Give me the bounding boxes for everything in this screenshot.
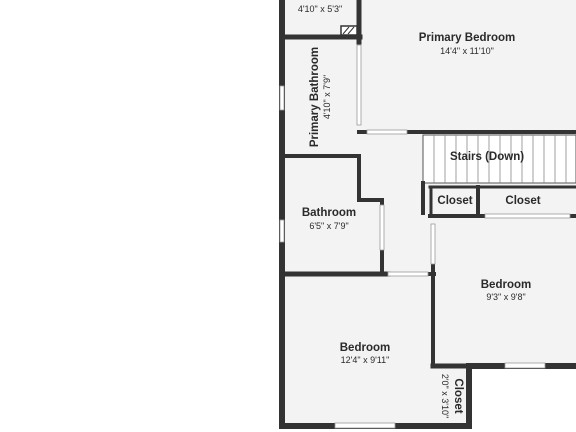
closet-left-name: Closet <box>437 195 472 207</box>
laundry-fixture <box>340 25 358 36</box>
laundry-dimensions: 4'10" x 5'3" <box>298 4 342 14</box>
bathroom-dimensions: 6'5" x 7'9" <box>309 221 348 231</box>
floor-main <box>282 0 576 426</box>
closet-right-name: Closet <box>505 195 540 207</box>
stairs-name: Stairs (Down) <box>450 151 524 163</box>
window-bedroom-right <box>504 362 546 369</box>
bedroom-right-dimensions: 9'3" x 9'8" <box>486 292 525 302</box>
window-bathroom <box>279 219 285 243</box>
primary-bathroom-dimensions: 4'10" x 7'9" <box>322 75 332 119</box>
door-closet-right <box>484 213 571 219</box>
bedroom-right-name: Bedroom <box>481 279 531 291</box>
window-primary-bath <box>279 85 285 111</box>
door-primary-bath <box>356 44 362 126</box>
floor-outside-bottom-right <box>470 366 576 432</box>
closet-small-name: Closet <box>452 378 464 413</box>
floor-areas <box>282 0 576 432</box>
window-bedroom-bottom <box>334 422 396 429</box>
room-labels: 4'10" x 5'3" Primary Bedroom 14'4" x 11'… <box>298 4 541 418</box>
door-primary-bedroom <box>366 129 408 135</box>
door-bedroom-bottom <box>387 271 429 277</box>
closet-small-dimensions: 2'0" x 3'10" <box>440 374 450 418</box>
primary-bathroom-name: Primary Bathroom <box>309 47 321 147</box>
stairs-area <box>422 134 576 184</box>
stair-treads <box>433 135 567 183</box>
door-bedroom-right <box>430 223 436 265</box>
bedroom-bottom-dimensions: 12'4" x 9'11" <box>341 355 390 365</box>
primary-bedroom-dimensions: 14'4" x 11'10" <box>440 46 494 56</box>
bedroom-bottom-name: Bedroom <box>340 342 390 354</box>
windows <box>279 44 571 429</box>
stairs-rect <box>422 134 576 184</box>
bathroom-name: Bathroom <box>302 207 356 219</box>
door-bathroom <box>379 204 385 251</box>
primary-bedroom-name: Primary Bedroom <box>419 32 516 44</box>
